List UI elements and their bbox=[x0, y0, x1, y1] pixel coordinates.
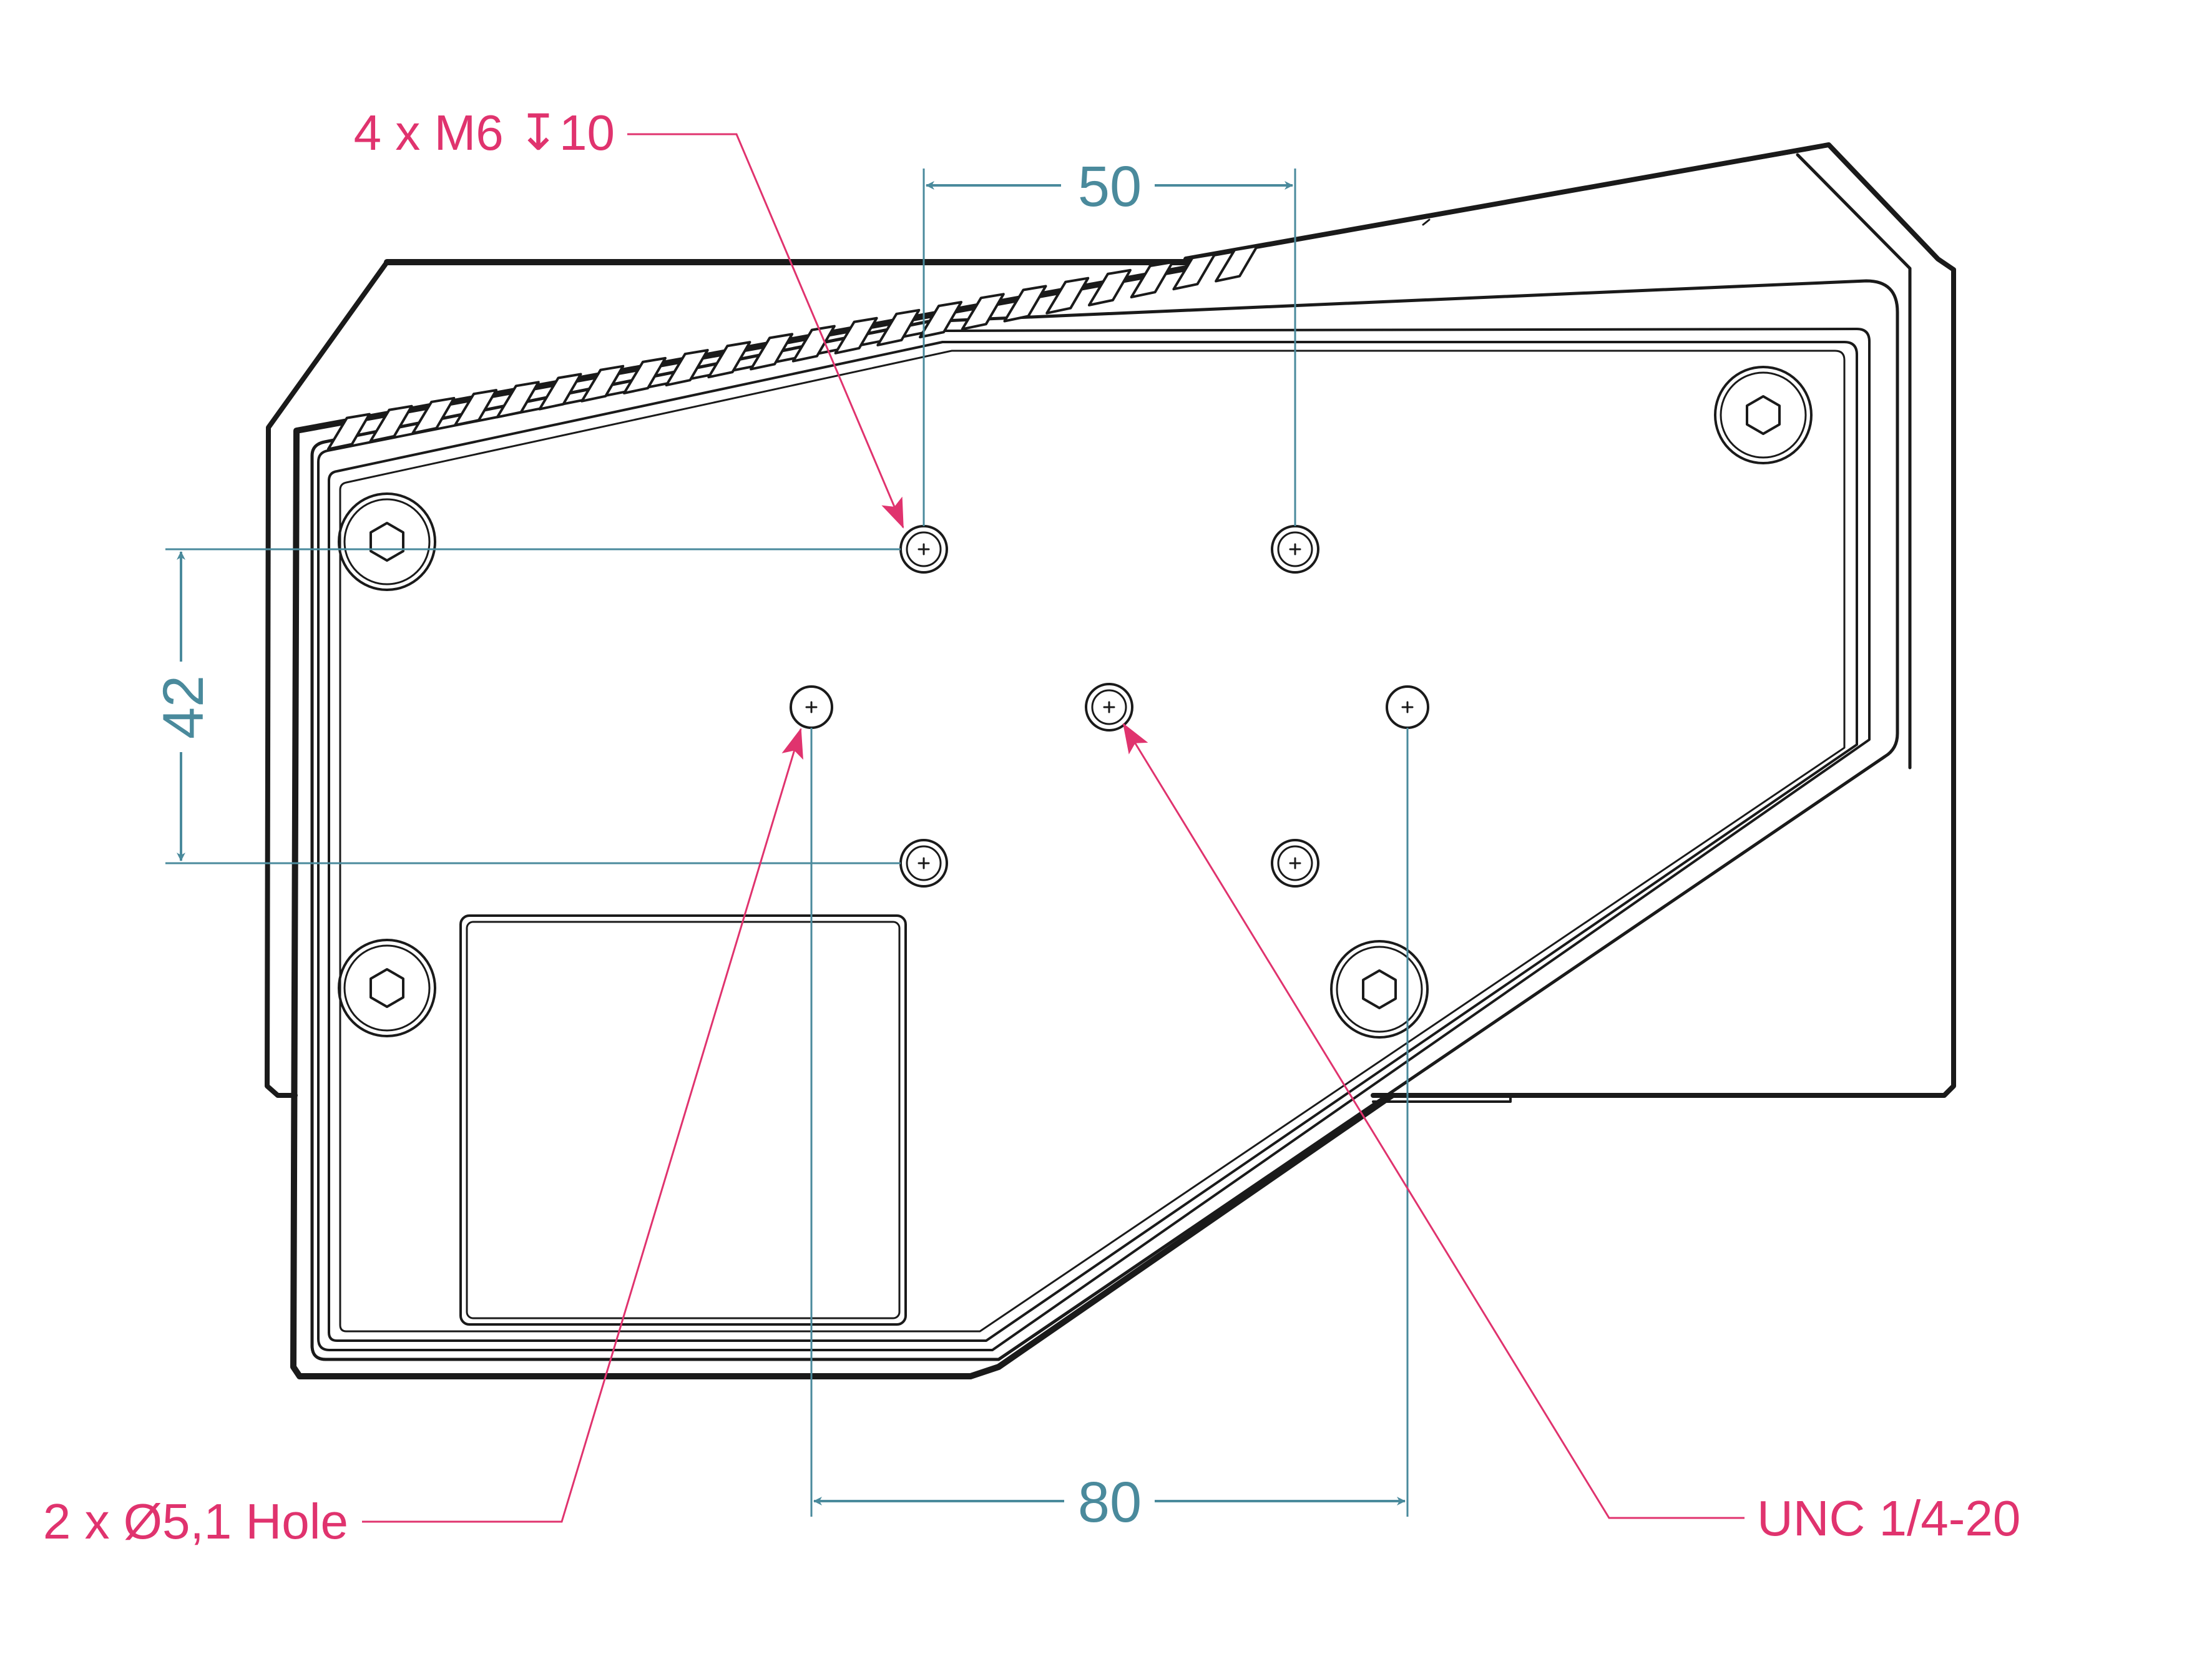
vent-fin bbox=[1215, 245, 1259, 283]
vent-fin bbox=[1087, 268, 1132, 306]
vent-fin bbox=[1130, 261, 1174, 299]
threaded-hole-icon bbox=[899, 839, 948, 888]
threaded-hole-icon bbox=[1085, 683, 1133, 732]
vent-fin bbox=[791, 325, 836, 363]
hex-socket-screw-icon bbox=[338, 492, 436, 591]
hex-socket-screw-icon bbox=[1330, 940, 1429, 1039]
vent-fin bbox=[1045, 276, 1090, 315]
callout-unc-label: UNC 1/4-20 bbox=[1757, 1490, 2020, 1546]
dimension-left bbox=[165, 548, 901, 864]
callout-m6-leader bbox=[627, 133, 904, 529]
callout-holes-label: 2 x Ø5,1 Hole bbox=[43, 1494, 348, 1549]
vent-fin bbox=[538, 373, 582, 411]
hex-socket-screw-icon bbox=[338, 939, 436, 1037]
hex-socket-screw-icon bbox=[1714, 366, 1813, 464]
vent-fin bbox=[369, 404, 413, 443]
vent-fin bbox=[834, 316, 878, 355]
vent-fin bbox=[1003, 285, 1047, 323]
dimension-left-label: 42 bbox=[152, 675, 215, 739]
vent-fin bbox=[707, 341, 751, 379]
vent-fin bbox=[454, 389, 498, 427]
vent-fin bbox=[665, 349, 709, 387]
vent-fin bbox=[876, 308, 921, 346]
through-hole bbox=[1386, 685, 1429, 729]
threaded-hole-icon bbox=[899, 525, 948, 574]
dimension-top-label: 50 bbox=[1078, 155, 1142, 218]
callout-holes-leader bbox=[362, 728, 803, 1523]
dimension-bottom bbox=[810, 728, 1409, 1517]
threaded-hole-icon bbox=[1271, 839, 1319, 888]
through-hole bbox=[790, 685, 833, 729]
vent-fin bbox=[919, 301, 963, 339]
device-body bbox=[265, 142, 1956, 1379]
vent-fin bbox=[496, 381, 540, 419]
vent-fin bbox=[1172, 253, 1216, 291]
vent-fin bbox=[580, 365, 625, 403]
vent-fin bbox=[622, 356, 667, 394]
threaded-hole-icon bbox=[1271, 525, 1319, 574]
vent-fin bbox=[326, 413, 371, 451]
callout-m6-label: 4 x M6 ↧10 bbox=[354, 105, 615, 160]
dimension-bottom-label: 80 bbox=[1078, 1471, 1142, 1534]
ventilation-fins bbox=[326, 245, 1259, 451]
dimension-top bbox=[922, 169, 1296, 526]
vent-fin bbox=[750, 333, 794, 371]
callout-unc-leader bbox=[1122, 723, 1745, 1519]
vent-fin bbox=[961, 293, 1005, 331]
vent-fin bbox=[411, 396, 456, 434]
